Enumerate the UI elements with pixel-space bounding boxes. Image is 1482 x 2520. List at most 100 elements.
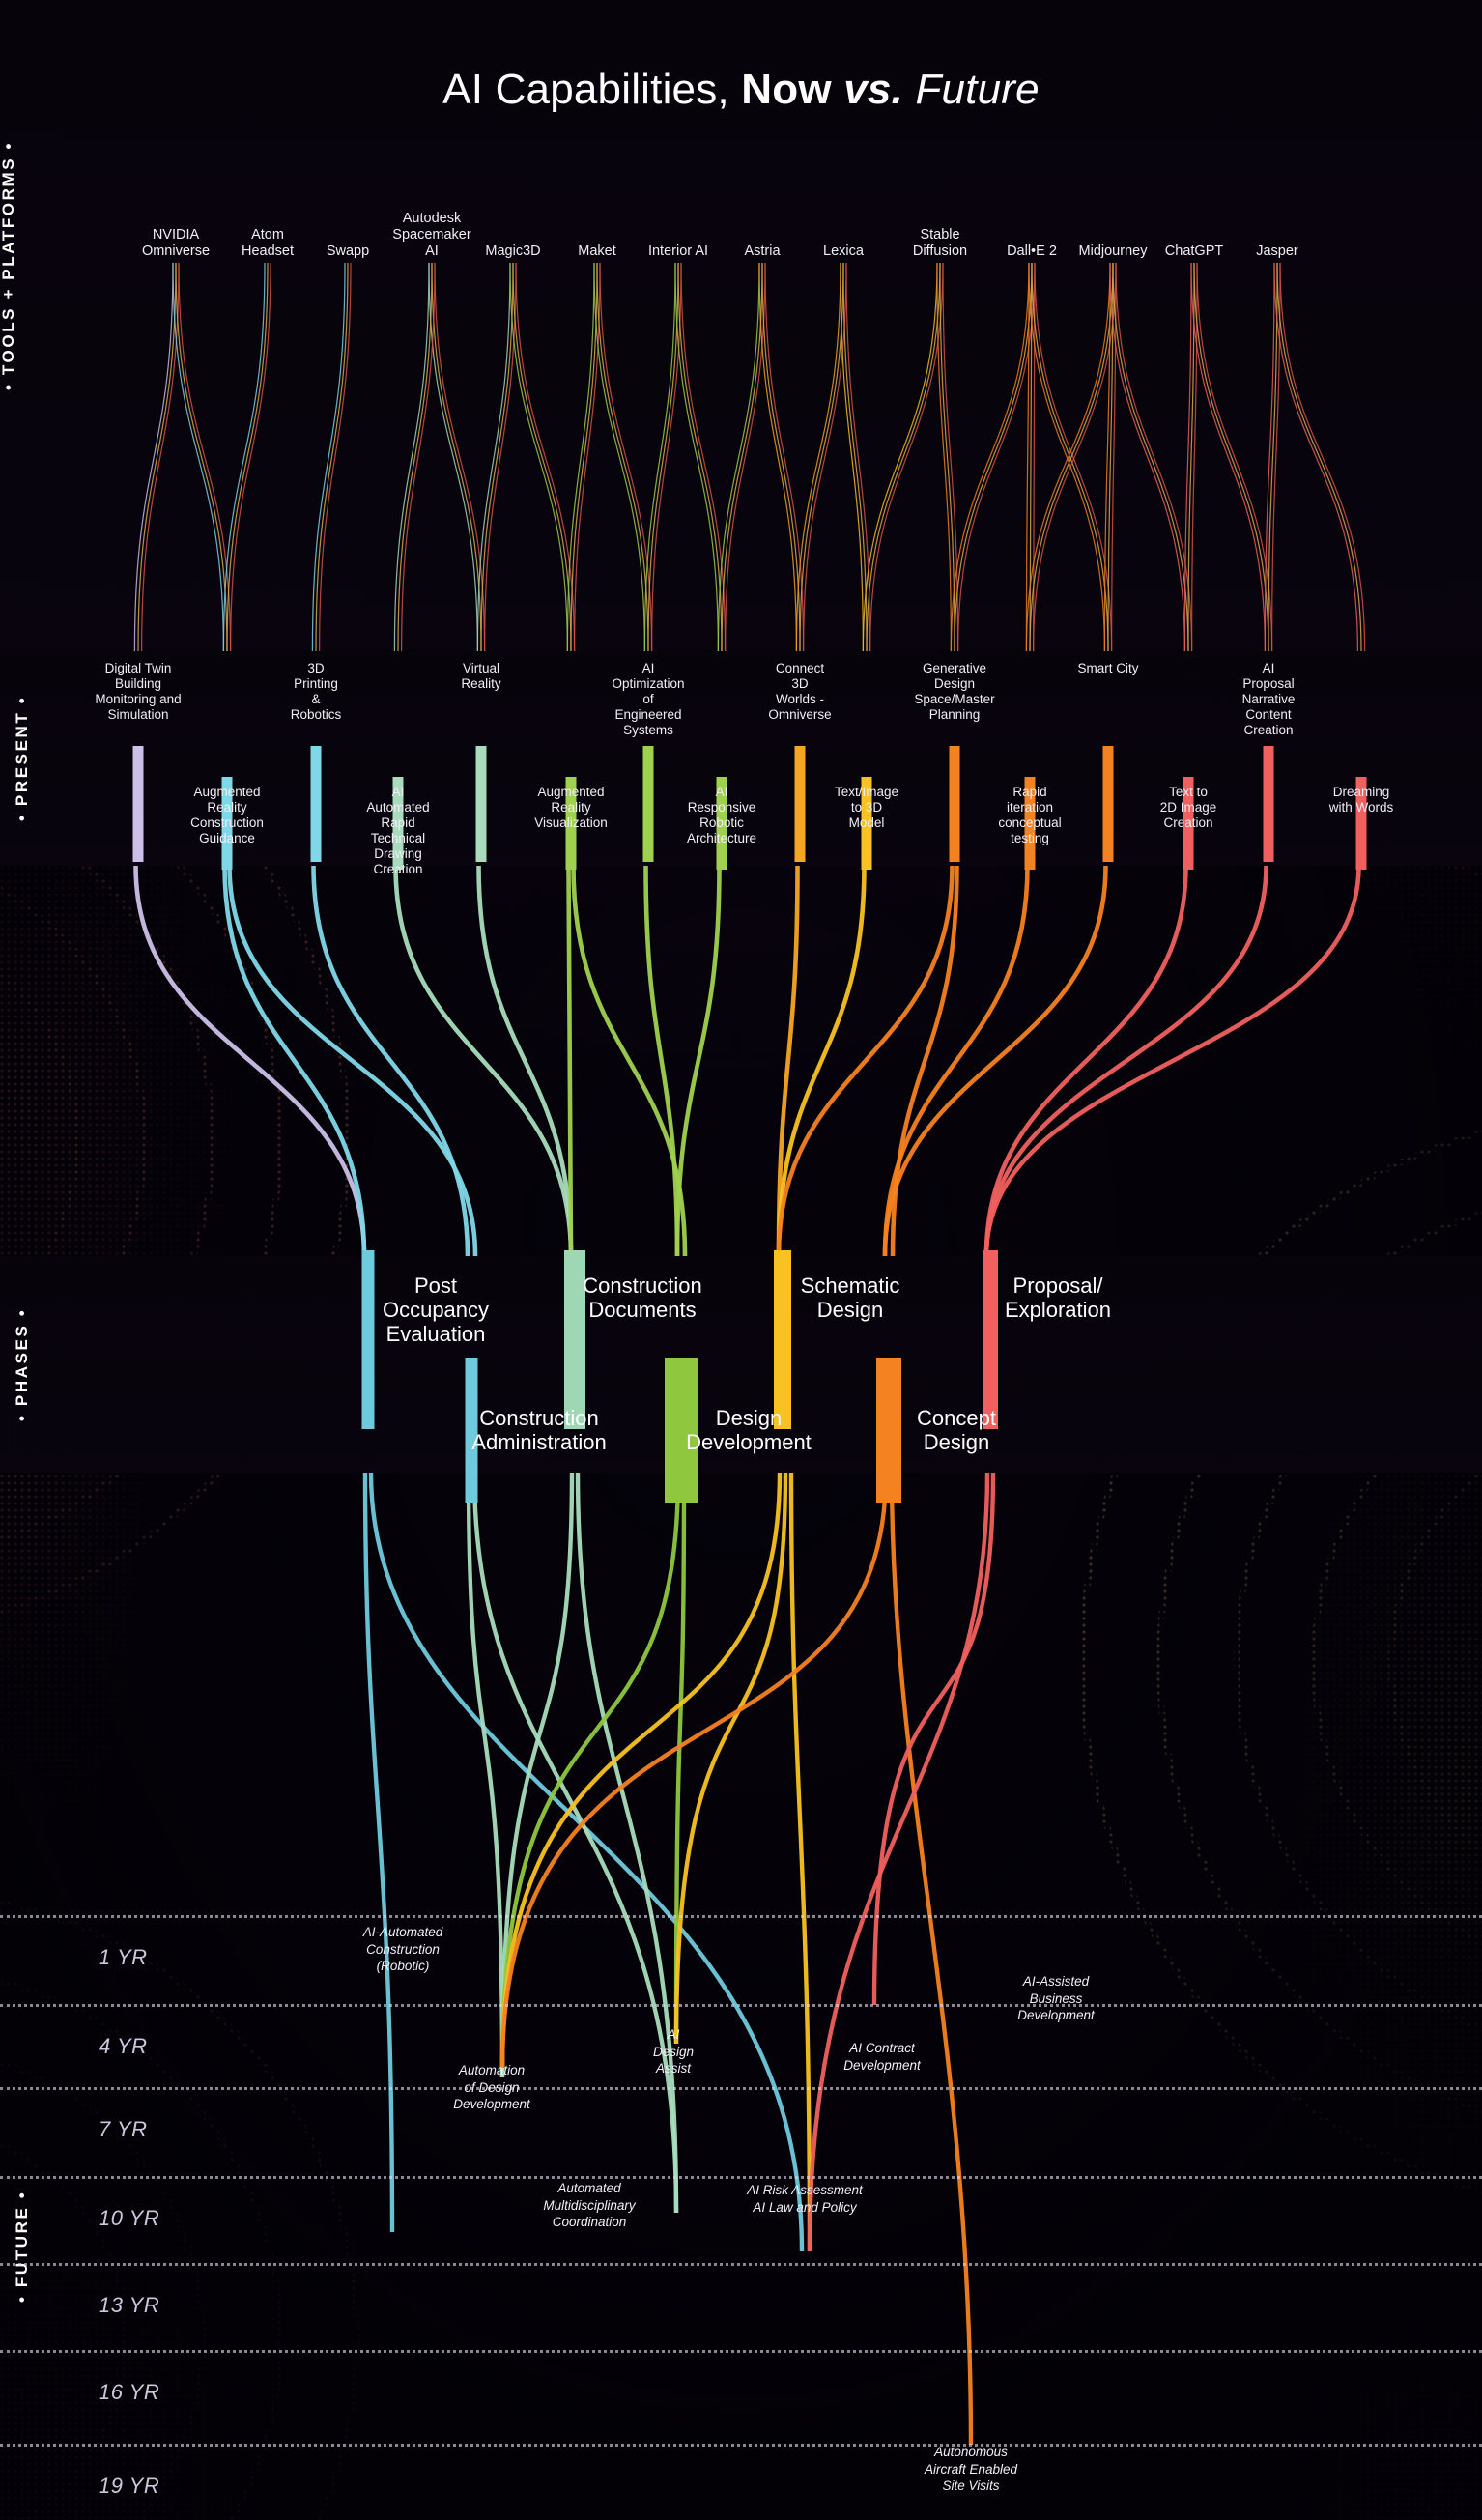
present-flow-10-0: [776, 865, 955, 1257]
present-node-3: [392, 777, 404, 870]
present-flow-1-1: [227, 865, 478, 1257]
tool-flow-8-0-0: [795, 262, 841, 652]
present-flow-2-0: [311, 865, 470, 1257]
present-node-5: [565, 777, 577, 870]
tool-flow-3-0-1: [431, 262, 482, 652]
phase-node-1: [465, 1358, 478, 1503]
year-gridline-3: [0, 2176, 1482, 2179]
tool-flow-11-2-2: [1115, 262, 1193, 652]
tool-flow-4-0-1: [480, 262, 514, 652]
tool-flow-10-1-2: [1032, 262, 1036, 652]
tool-flow-5-0-0: [566, 262, 595, 652]
tool-flow-11-1-1: [1107, 262, 1114, 652]
tool-flow-1-0-2: [229, 262, 271, 652]
year-gridline-4: [0, 2263, 1482, 2266]
tool-flow-7-0-2: [724, 262, 766, 652]
phase-flow-5-0: [499, 1472, 889, 2069]
page-title: AI Capabilities, Now vs. Future: [0, 66, 1482, 114]
year-label-4: 13 YR: [99, 2293, 160, 2317]
present-node-14: [1263, 746, 1274, 862]
tool-flow-8-1-2: [845, 262, 871, 652]
year-label-2: 7 YR: [99, 2117, 148, 2141]
present-flow-5-1: [571, 865, 688, 1257]
present-flow-13-0: [983, 865, 1188, 1257]
present-label-12: Smart City: [1077, 661, 1139, 675]
tool-flow-8-0-2: [802, 262, 847, 652]
tool-flow-4-0-0: [476, 262, 511, 652]
tool-label-4: Magic3D: [485, 243, 541, 259]
phase-flow-6-1: [871, 1472, 996, 2006]
present-flow-8-0: [776, 865, 800, 1257]
phase-flow-2-1: [575, 1472, 679, 2214]
tool-flow-9-0-0: [862, 262, 938, 652]
tool-flow-4-0-2: [483, 262, 517, 652]
rail-label-future: • FUTURE •: [13, 2190, 31, 2304]
band-phases-panel: [0, 1256, 1482, 1473]
tool-flow-11-1-2: [1110, 262, 1117, 652]
tool-flow-7-0-1: [721, 262, 763, 652]
tool-flow-10-2-1: [1031, 262, 1109, 652]
title-part-3: vs.: [843, 66, 903, 113]
present-flow-11-0: [882, 865, 1030, 1257]
tool-flow-9-0-1: [866, 262, 941, 652]
tool-flow-5-0-1: [570, 262, 598, 652]
phase-flow-0-0: [362, 1472, 395, 2233]
tool-flow-9-1-1: [939, 262, 955, 652]
tool-label-10: Dall•E 2: [1007, 243, 1057, 259]
tool-flow-5-1-1: [596, 262, 649, 652]
year-label-5: 16 YR: [99, 2380, 160, 2404]
present-node-11: [1024, 777, 1036, 870]
title-part-1: AI Capabilities,: [442, 66, 729, 113]
tool-flow-6-0-0: [643, 262, 676, 652]
year-gridline-1: [0, 2004, 1482, 2007]
present-node-6: [642, 746, 654, 862]
tool-flow-13-1-1: [1276, 262, 1362, 652]
tool-label-12: ChatGPT: [1164, 243, 1224, 259]
present-node-15: [1355, 777, 1367, 870]
present-node-12: [1102, 746, 1114, 862]
tool-flow-3-0-2: [434, 262, 486, 652]
tool-flow-8-1-1: [842, 262, 868, 652]
tool-flow-10-1-0: [1025, 262, 1030, 652]
tool-flow-5-0-2: [573, 262, 601, 652]
tool-label-7: Astria: [744, 243, 781, 259]
tool-flow-6-1-1: [677, 262, 723, 652]
tool-label-8: Lexica: [823, 243, 864, 259]
tool-flow-6-0-2: [650, 262, 682, 652]
tool-flow-7-1-2: [764, 262, 805, 652]
title-part-2: Now: [741, 66, 832, 113]
tool-flow-3-1-1: [397, 262, 433, 652]
tool-label-13: Jasper: [1256, 243, 1298, 259]
tool-flow-4-1-2: [515, 262, 576, 652]
tool-flow-11-2-0: [1109, 262, 1186, 652]
year-gridline-5: [0, 2350, 1482, 2353]
tool-flow-13-0-0: [1264, 262, 1275, 652]
tool-flow-11-0-2: [1032, 262, 1117, 652]
phase-label-6: Proposal/Exploration: [1004, 1274, 1112, 1323]
tool-flow-1-0-0: [222, 262, 266, 652]
tool-flow-11-1-0: [1103, 262, 1111, 652]
present-node-2: [310, 746, 322, 862]
phase-node-4: [774, 1250, 791, 1429]
tool-flow-13-1-2: [1279, 262, 1366, 652]
present-flow-15-0: [983, 865, 1361, 1257]
tool-flow-0-0-2: [140, 262, 180, 652]
rail-label-phases: • PHASES •: [13, 1307, 31, 1421]
tool-flow-0-0-1: [137, 262, 177, 652]
tool-flow-8-0-1: [799, 262, 844, 652]
year-label-0: 1 YR: [99, 1945, 148, 1969]
